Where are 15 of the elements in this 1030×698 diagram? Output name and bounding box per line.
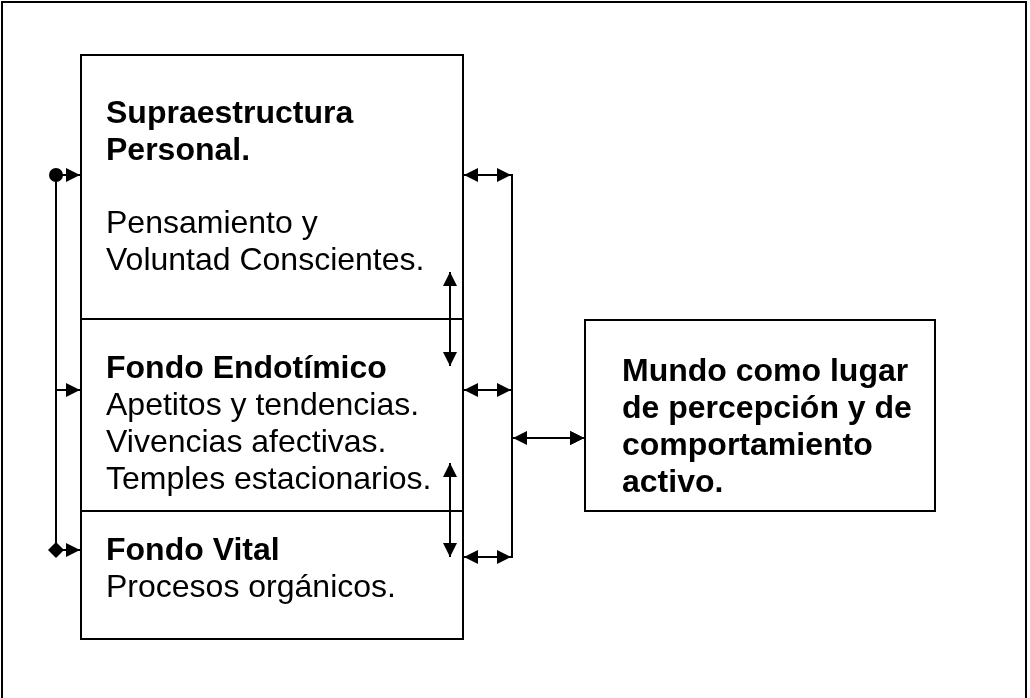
box-heading: Fondo Endotímico [106, 349, 388, 386]
box-heading: Mundo como lugar de percepción y de comportamiento activo. [622, 352, 913, 500]
box-text: Procesos orgánicos. [106, 568, 397, 605]
connector-arrow [443, 271, 457, 367]
connector-arrow [463, 431, 585, 564]
box-text: Apetitos y tendencias. Vivencias afectivas. Temples estacionarios. [106, 386, 433, 497]
connector-arrow [55, 168, 81, 557]
box-heading: Fondo Vital [106, 531, 281, 568]
layer-box [80, 54, 464, 320]
box-heading: Supraestructura Personal. [106, 94, 355, 168]
layer-box [80, 510, 464, 640]
box-text: Pensamiento y Voluntad Conscientes. [106, 204, 426, 278]
connector-arrow [443, 462, 457, 558]
layer-box [80, 318, 464, 512]
world-box [584, 319, 936, 512]
